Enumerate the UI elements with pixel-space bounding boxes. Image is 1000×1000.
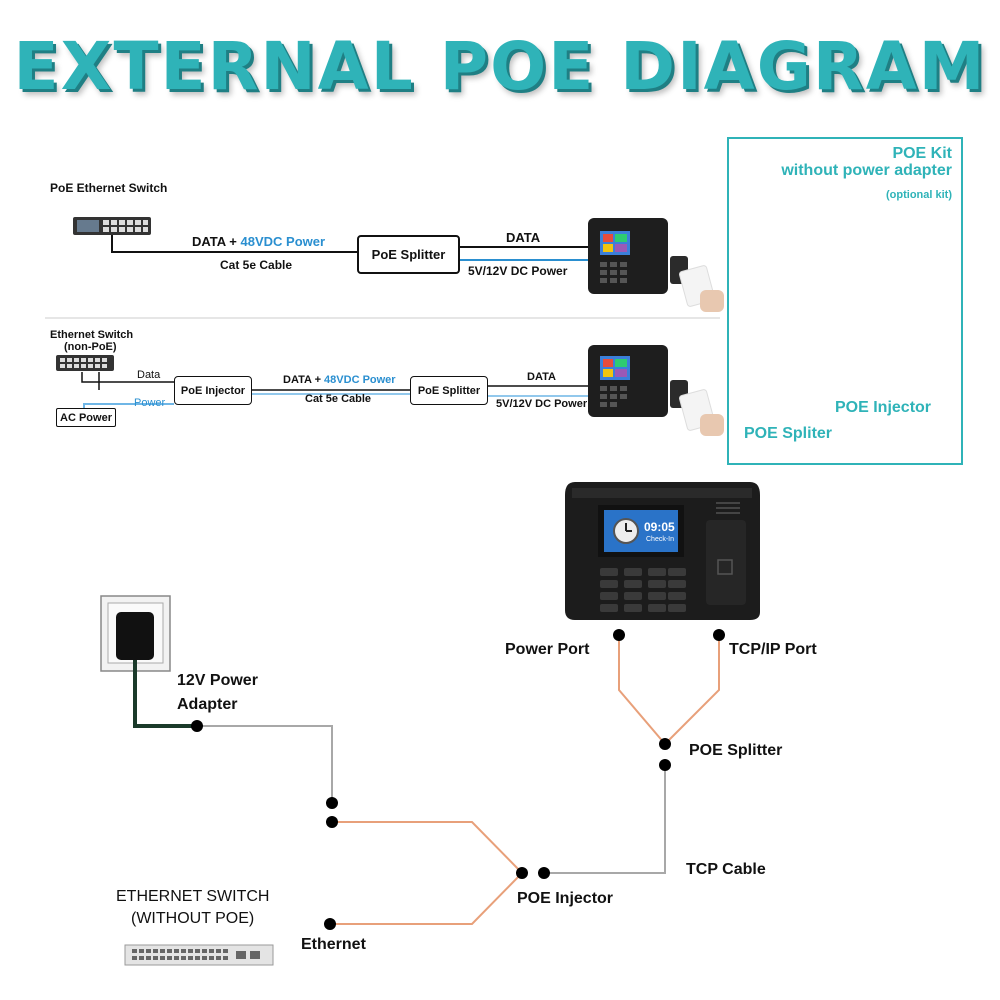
non-poe-switch-icon — [56, 355, 114, 371]
poe-injector-label: POE Injector — [517, 890, 614, 907]
tcp-cable-wire — [544, 765, 666, 874]
d2-data-out-label: DATA — [527, 371, 556, 383]
d1-dc-power-label: 5V/12V DC Power — [468, 264, 568, 278]
d1-poe-splitter-box: PoE Splitter — [357, 235, 460, 274]
terminal-screen-time: 09:05 — [644, 520, 675, 534]
d2-power-label: Power — [134, 397, 166, 409]
d1-data-label: DATA — [506, 230, 541, 245]
d2-poe-splitter-box: PoE Splitter — [410, 376, 488, 405]
splitter-to-power-port-wire — [618, 635, 666, 745]
power-to-injector-wire — [332, 821, 523, 874]
poe-switch-label: PoE Ethernet Switch — [50, 181, 168, 195]
power-port-label: Power Port — [505, 641, 590, 658]
non-poe-switch-label-line1: Ethernet Switch — [50, 329, 134, 341]
switch-label-line2: (WITHOUT POE) — [131, 910, 255, 927]
non-poe-switch-label-line2: (non-PoE) — [64, 341, 117, 353]
d2-data-label: Data — [137, 369, 161, 381]
power-adapter-outlet-icon — [100, 595, 171, 672]
ethernet-to-injector-wire — [330, 872, 523, 925]
kit-injector-label: POE Injector — [835, 399, 932, 416]
ethernet-switch-rack-icon — [124, 944, 274, 966]
d1-cable-label: Cat 5e Cable — [220, 258, 293, 272]
d2-dc-power-label: 5V/12V DC Power — [496, 398, 588, 410]
poe-kit-panel — [727, 137, 963, 465]
d2-poe-injector-box: PoE Injector — [174, 376, 252, 405]
tcp-cable-label: TCP Cable — [686, 861, 766, 878]
terminal-screen-status: Check-In — [646, 536, 675, 543]
poe-splitter-label: POE Splitter — [689, 742, 783, 759]
d2-cable-label: Cat 5e Cable — [305, 393, 372, 405]
power-wire — [197, 725, 333, 803]
switch-label-line1: ETHERNET SWITCH — [116, 888, 270, 905]
adapter-label-line2: Adapter — [177, 696, 238, 713]
diagram2-wires — [81, 372, 588, 408]
ac-power-box: AC Power — [56, 408, 116, 427]
terminal-large-icon — [565, 482, 760, 620]
adapter-label-line1: 12V Power — [177, 672, 258, 689]
splitter-to-tcpip-port-wire — [664, 635, 720, 745]
tcpip-port-label: TCP/IP Port — [729, 641, 817, 658]
connection-dots — [191, 629, 725, 930]
kit-title-line2: without power adapter — [781, 162, 952, 179]
kit-title-line1: POE Kit — [892, 145, 952, 162]
ethernet-label: Ethernet — [301, 936, 366, 953]
kit-optional-label: (optional kit) — [886, 189, 952, 201]
poe-switch-icon — [73, 217, 151, 235]
d2-data-power-label: DATA + 48VDC Power — [283, 374, 396, 386]
diagram1-wires — [111, 234, 588, 261]
terminal-small-top-icon — [588, 218, 724, 312]
kit-splitter-label: POE Spliter — [744, 425, 833, 442]
d1-data-power-label: DATA + 48VDC Power — [192, 234, 326, 249]
terminal-small-middle-icon — [588, 345, 724, 436]
adapter-cable — [133, 660, 197, 728]
page-title: EXTERNAL POE DIAGRAM — [13, 28, 987, 105]
